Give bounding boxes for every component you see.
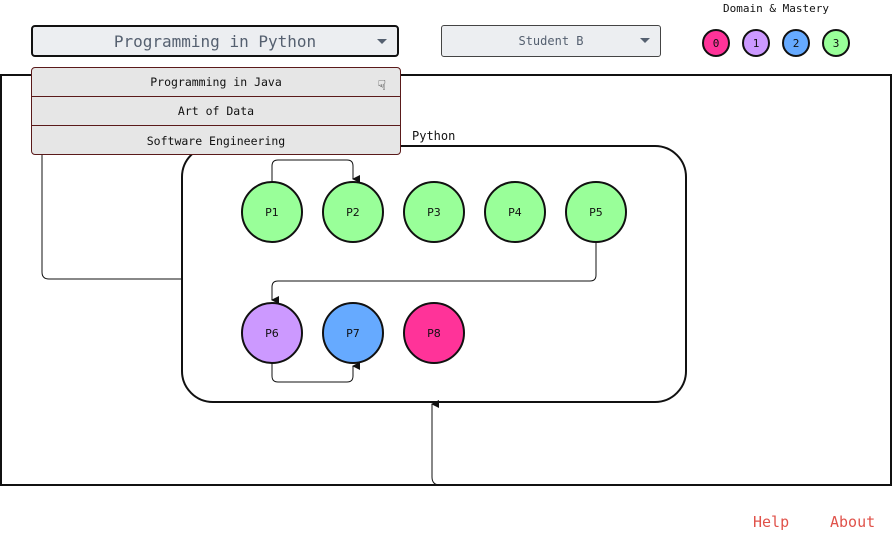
- legend-level-0: 0: [702, 29, 730, 57]
- legend-level-2: 2: [782, 29, 810, 57]
- edge-p6-p7: [271, 362, 360, 383]
- legend-level-1: 1: [742, 29, 770, 57]
- dropdown-option-java[interactable]: Programming in Java ☟: [32, 68, 400, 97]
- chevron-down-icon: [377, 39, 387, 44]
- legend-level-3: 3: [822, 29, 850, 57]
- node-label: P6: [265, 326, 279, 340]
- student-select[interactable]: Student B: [441, 25, 661, 57]
- course-select[interactable]: Programming in Python: [31, 25, 399, 57]
- edge-p5-p6: [271, 243, 597, 304]
- legend-title: Domain & Mastery: [723, 2, 829, 15]
- edge-p1-p2: [271, 159, 360, 183]
- edge-outer-bottom: [431, 400, 892, 486]
- node-p8[interactable]: P8: [403, 302, 465, 364]
- dropdown-option-label: Programming in Java: [150, 75, 282, 89]
- node-p7[interactable]: P7: [322, 302, 384, 364]
- student-select-value: Student B: [518, 34, 584, 48]
- legend-level-label: 2: [792, 36, 800, 50]
- node-p1[interactable]: P1: [241, 181, 303, 243]
- legend-level-label: 0: [712, 36, 720, 50]
- dropdown-option-label: Art of Data: [177, 104, 255, 118]
- domain-group-python: [181, 145, 687, 403]
- node-p6[interactable]: P6: [241, 302, 303, 364]
- edge-outer-left: [41, 150, 181, 280]
- node-label: P7: [346, 326, 360, 340]
- node-p5[interactable]: P5: [565, 181, 627, 243]
- node-label: P2: [346, 205, 360, 219]
- dropdown-option-label: Software Engineering: [146, 133, 286, 148]
- hand-pointer-icon: ☟: [377, 78, 386, 94]
- legend-level-label: 1: [752, 36, 760, 50]
- node-label: P3: [427, 205, 441, 219]
- course-dropdown-menu: Programming in Java ☟ Art of Data Softwa…: [31, 67, 401, 155]
- legend-level-label: 3: [832, 36, 840, 50]
- dropdown-option-art-of-data[interactable]: Art of Data: [32, 97, 400, 126]
- node-label: P5: [589, 205, 603, 219]
- node-p4[interactable]: P4: [484, 181, 546, 243]
- node-label: P1: [265, 205, 279, 219]
- node-p3[interactable]: P3: [403, 181, 465, 243]
- course-select-value: Programming in Python: [113, 31, 317, 51]
- dropdown-option-software-engineering[interactable]: Software Engineering: [32, 126, 400, 154]
- node-label: P4: [508, 205, 522, 219]
- node-p2[interactable]: P2: [322, 181, 384, 243]
- node-label: P8: [427, 326, 441, 340]
- domain-group-label: Python: [412, 129, 456, 143]
- about-link[interactable]: About: [830, 513, 876, 531]
- chevron-down-icon: [640, 38, 650, 43]
- help-link[interactable]: Help: [753, 513, 790, 531]
